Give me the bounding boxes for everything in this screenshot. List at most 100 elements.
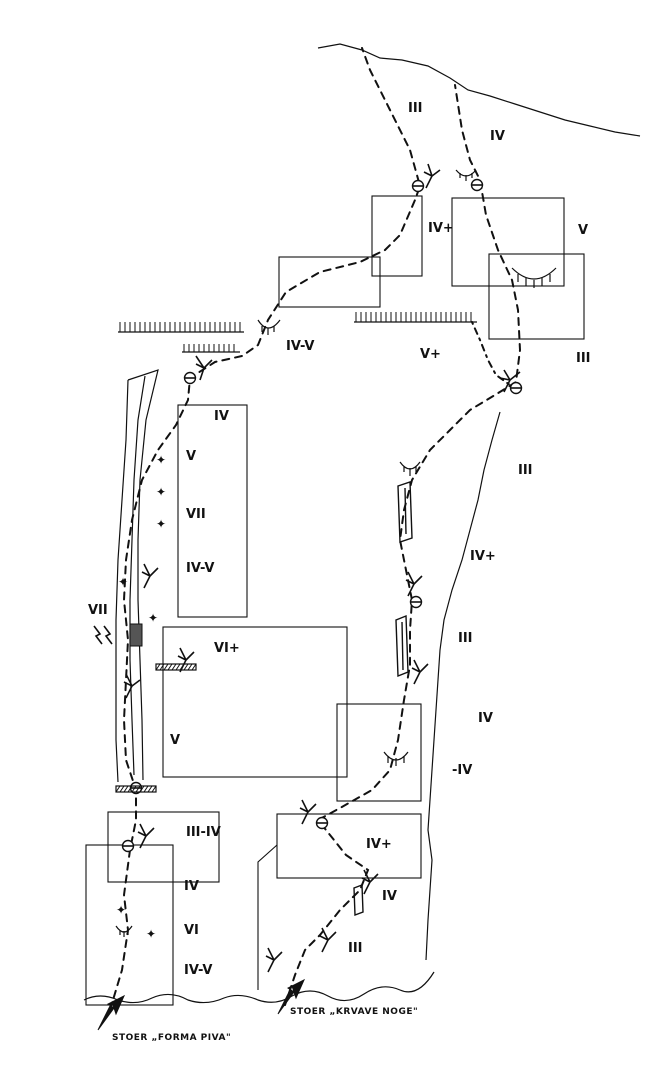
grade-label: IV+ [428,221,454,236]
grade-label: VI+ [214,641,240,656]
belay-station-icon [315,816,329,830]
hatch-tick [163,663,169,671]
climber-figure-icon [123,673,141,699]
wall-block [85,844,174,1006]
hatch-tick [119,785,125,793]
climber-figure-icon [195,355,213,381]
grade-label: IV-V [286,339,314,354]
grade-label: III [576,351,591,366]
grade-label: III-IV [186,825,221,840]
right-rock-edge [425,411,501,961]
climber-figure-icon [141,563,159,589]
belay-station-icon [121,839,135,853]
climber-figure-icon [411,659,429,685]
grade-label: V+ [420,347,441,362]
hatch-tick [139,785,145,793]
hatch-tick [191,663,197,671]
grade-label: VII [186,507,206,522]
svg-text:✦: ✦ [156,517,166,531]
crack-slot-icon [397,481,413,543]
roof-symbol-icon [399,461,421,476]
hatch-tick [183,663,189,671]
wall-block [336,703,422,802]
hatch-tick [171,663,177,671]
grade-label: IV-V [186,561,214,576]
belay-station-icon [509,381,523,395]
roof-symbol-icon [383,751,409,766]
hatch-tick [167,663,173,671]
left-flake-inner2 [129,375,146,776]
hatch-tick [147,785,153,793]
route-left-main [109,47,422,1011]
top-rock-edge [317,43,641,137]
wall-block [276,813,422,879]
bolt-star-icon: ✦ ✦ ✦ ✦ ✦ ✦ ✦ [116,453,166,941]
belay-station-icon [411,179,425,193]
belay-station-icon [409,595,423,609]
grade-label: IV [478,711,493,726]
hatch-tick [115,785,121,793]
svg-text:✦: ✦ [146,927,156,941]
climber-figure-icon [499,369,521,393]
loose-rock-icon [93,625,113,645]
ground-line [83,971,435,1004]
grade-label: V [186,449,196,464]
grade-label: III [348,941,363,956]
wall-block [278,256,381,308]
climber-figure-icon [319,927,337,953]
grade-label: IV [490,129,505,144]
climber-figure-icon [299,799,317,825]
hatch-tick [143,785,149,793]
crack-slot-icon [395,614,409,678]
wall-block [107,811,220,883]
hatch-tick [151,785,157,793]
climber-figure-icon [361,869,379,895]
start-label-right: STOER „KRVAVE NOGE" [290,1007,418,1017]
hatch-tick [159,663,165,671]
grade-label: IV-V [184,963,212,978]
roof-symbol-icon [455,169,477,181]
start-arrow-right-icon [277,978,306,1015]
hatch-tick [127,785,133,793]
left-flake-inner [115,379,129,783]
wall-block [488,253,585,340]
hatch-tick [155,663,161,671]
grade-label: V [170,733,180,748]
grade-label: III [408,101,423,116]
grade-label: IV [214,409,229,424]
grade-label: VII [88,603,108,618]
svg-text:✦: ✦ [118,575,128,589]
belay-station-icon [470,178,484,192]
grade-label: VI [184,923,199,938]
left-flake [127,369,159,781]
roof-symbol-icon [115,925,133,937]
wall-block [162,626,348,778]
svg-text:✦: ✦ [116,903,126,917]
climber-figure-icon [177,647,195,673]
hatch-tick [187,663,193,671]
climber-figure-icon [265,947,283,973]
climber-figure-icon [137,823,155,849]
grade-label: III [518,463,533,478]
crack-slot-icon [353,884,364,916]
wall-block-step [257,844,278,990]
climber-figure-icon [423,163,441,189]
wall-block [371,195,423,277]
svg-text:✦: ✦ [156,485,166,499]
route-variant [471,321,511,386]
climber-figure-icon [405,571,423,597]
hatch-tick [131,785,137,793]
wall-block [177,404,248,618]
wall-block [451,197,565,287]
roof-symbol-icon [511,267,557,288]
start-arrow-left-icon [97,994,126,1031]
grade-label: IV+ [366,837,392,852]
grade-label: -IV [452,763,472,778]
hatch-tick [123,785,129,793]
grade-label: III [458,631,473,646]
svg-text:✦: ✦ [148,611,158,625]
grade-label: IV [382,889,397,904]
hatch-tick [175,663,181,671]
start-label-left: STOER „FORMA PIVA" [112,1033,231,1043]
